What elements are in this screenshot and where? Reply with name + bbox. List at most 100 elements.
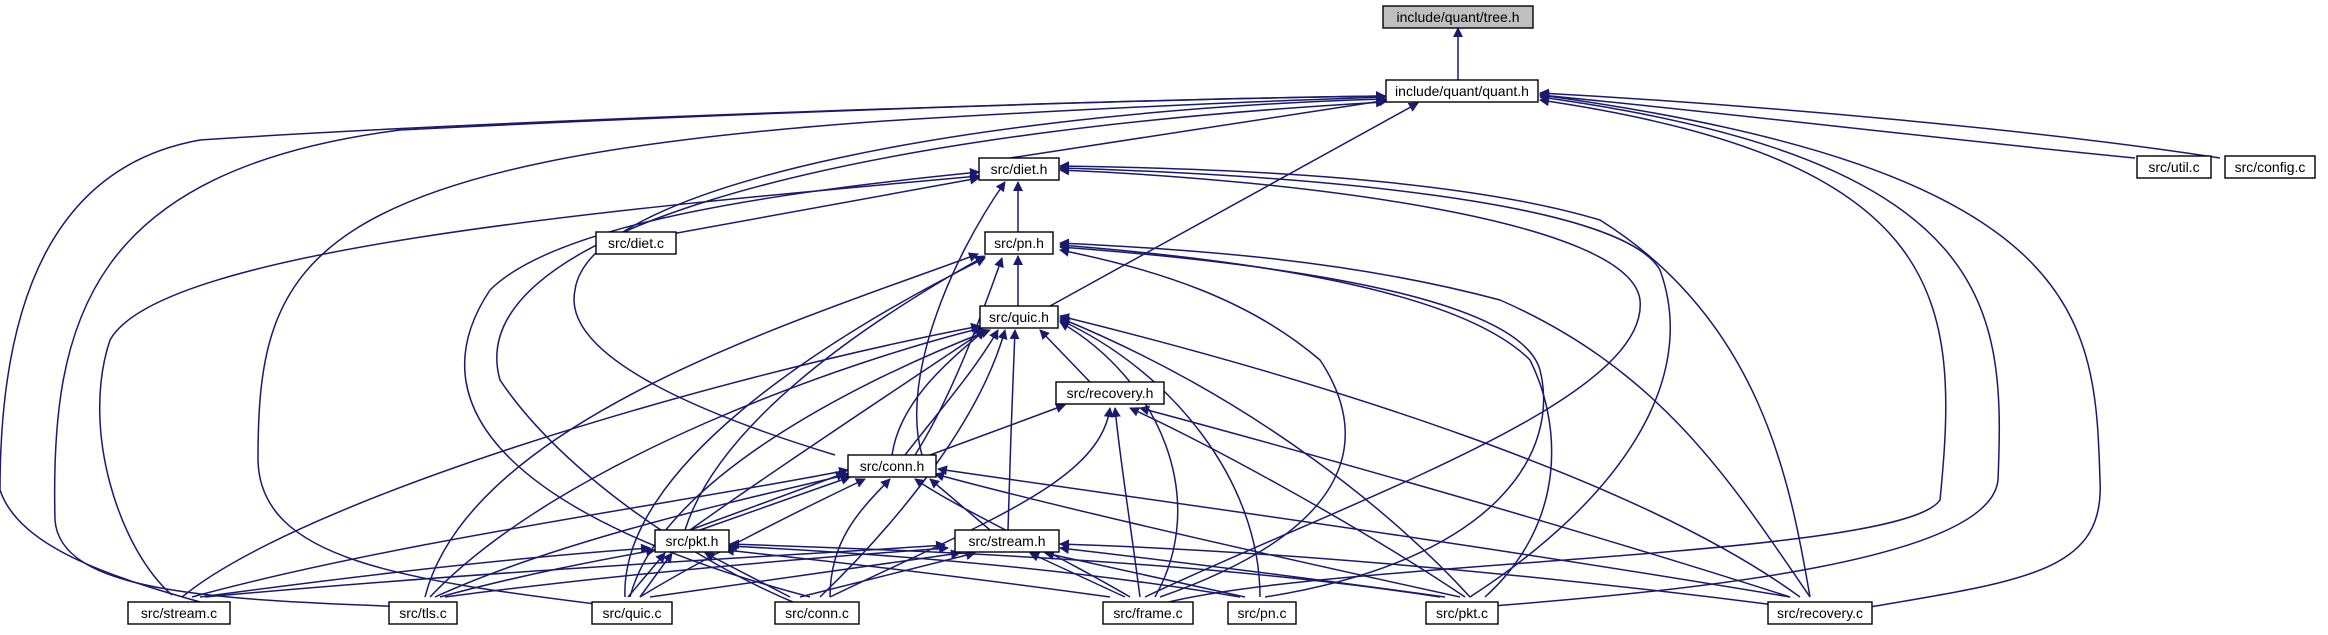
edge-quic-c-to-pkt-h: [627, 552, 666, 598]
edge-recovery-c-to-pn-h: [1059, 238, 1811, 598]
node-quant-h[interactable]: include/quant/quant.h: [1385, 79, 1539, 103]
node-pn-h[interactable]: src/pn.h: [984, 231, 1054, 255]
edge-stream-c-to-diet-h: [98, 171, 980, 596]
edge-frame-c-to-pkt-h: [724, 545, 1111, 598]
edge-recovery-c-to-diet-h: [1059, 161, 1811, 598]
edge-conn-h-to-diet-h: [915, 181, 1006, 456]
edge-diet-h-to-quant-h: [1009, 96, 1389, 159]
edge-stream-c-to-pkt-h: [199, 543, 651, 598]
node-tree-h[interactable]: include/quant/tree.h: [1382, 5, 1534, 29]
svg-text:src/recovery.c: src/recovery.c: [1777, 605, 1863, 621]
edge-quic-h-to-quant-h: [1049, 102, 1419, 307]
edge-conn-h-to-recovery-h: [929, 403, 1066, 456]
edge-conn-h-to-quant-h: [573, 94, 1386, 456]
edge-recovery-h-to-quic-h: [1039, 329, 1091, 383]
edge-tls-c-to-quic-h: [429, 325, 983, 598]
svg-text:src/config.c: src/config.c: [2235, 159, 2306, 175]
edge-recovery-c-to-recovery-h: [1139, 405, 1791, 598]
edge-frame-c-to-recovery-h: [1110, 407, 1141, 598]
node-util-c[interactable]: src/util.c: [2136, 155, 2212, 179]
svg-text:src/diet.c: src/diet.c: [608, 235, 664, 251]
node-quic-h[interactable]: src/quic.h: [979, 305, 1059, 329]
svg-text:include/quant/quant.h: include/quant/quant.h: [1395, 83, 1529, 99]
edge-conn-c-to-recovery-h: [829, 407, 1114, 598]
edge-stream-c-to-quic-h: [181, 322, 981, 598]
edge-quic-c-b-to-pkt-h: [639, 552, 673, 598]
svg-text:src/frame.c: src/frame.c: [1113, 605, 1182, 621]
edge-tls-c-to-stream-h: [444, 543, 949, 598]
svg-text:src/pn.h: src/pn.h: [994, 235, 1044, 251]
edge-recovery-c-to-quant-h: [1539, 91, 2101, 608]
edge-tls-c-to-pn-h: [424, 252, 979, 598]
svg-text:src/pkt.c: src/pkt.c: [1436, 605, 1488, 621]
edge-stream-h-to-conn-h: [929, 478, 991, 531]
svg-text:src/recovery.h: src/recovery.h: [1067, 385, 1154, 401]
edge-diet-c-to-diet-h: [665, 174, 980, 236]
dependency-edges: [0, 27, 2221, 608]
edge-conn-h-b-to-quic-h: [891, 329, 986, 456]
edge-quic-c-to-quant-h: [257, 92, 1386, 608]
node-quic-c[interactable]: src/quic.c: [591, 601, 673, 625]
edge-pkt-c-to-stream-h: [1059, 544, 1446, 598]
edge-pkt-c-to-diet-h: [1059, 163, 1671, 598]
edge-conn-c-to-pkt-h: [704, 552, 791, 598]
edge-quic-c-to-stream-h: [649, 549, 961, 598]
edge-recovery-c-to-conn-h: [937, 465, 1791, 598]
edge-pn-c-to-stream-h: [1044, 550, 1246, 598]
edge-recovery-c-to-quic-h: [1059, 313, 1801, 598]
node-recovery-c[interactable]: src/recovery.c: [1767, 601, 1873, 625]
edge-conn-c-to-stream-h: [799, 550, 976, 598]
edge-frame-c-to-quant-h: [1149, 96, 1947, 608]
edge-tls-c-to-conn-h: [434, 471, 851, 598]
node-diet-h[interactable]: src/diet.h: [978, 157, 1060, 181]
node-pkt-c[interactable]: src/pkt.c: [1425, 601, 1499, 625]
edge-recovery-c-to-stream-h: [1059, 539, 1776, 606]
node-conn-h[interactable]: src/conn.h: [847, 454, 937, 478]
edge-pkt-c-to-recovery-h: [1129, 407, 1466, 598]
edge-stream-c-to-stream-h: [204, 540, 946, 598]
node-recovery-h[interactable]: src/recovery.h: [1055, 381, 1165, 405]
svg-text:src/util.c: src/util.c: [2148, 159, 2199, 175]
svg-text:include/quant/tree.h: include/quant/tree.h: [1397, 9, 1520, 25]
edge-frame-c-to-quic-h: [1059, 321, 1179, 598]
edge-conn-h-to-pn-h: [914, 257, 1004, 456]
node-stream-h[interactable]: src/stream.h: [954, 529, 1060, 553]
edge-quic-c-to-pn-h: [624, 257, 986, 598]
edge-stream-h-to-quic-h: [1007, 329, 1020, 531]
node-pn-c[interactable]: src/pn.c: [1227, 601, 1297, 625]
node-conn-c[interactable]: src/conn.c: [774, 601, 860, 625]
edge-frame-c-to-diet-h: [1059, 165, 1641, 598]
svg-text:src/tls.c: src/tls.c: [399, 605, 446, 621]
edge-frame-c-to-pn-h: [1059, 246, 1346, 598]
edge-pkt-h-b-to-conn-h: [689, 471, 846, 531]
edge-pn-c-to-pkt-h: [727, 541, 1241, 598]
edge-pkt-c-to-conn-h: [934, 471, 1461, 598]
edge-frame-c-to-stream-h: [1029, 552, 1126, 598]
svg-text:src/conn.h: src/conn.h: [860, 458, 925, 474]
edge-tls-c-to-quant-h: [53, 91, 1386, 608]
node-stream-c[interactable]: src/stream.c: [127, 601, 231, 625]
svg-text:src/diet.h: src/diet.h: [991, 161, 1048, 177]
edge-conn-c-to-diet-h: [463, 167, 980, 598]
edge-pkt-c-to-quic-h: [1059, 316, 1471, 598]
node-frame-c[interactable]: src/frame.c: [1102, 601, 1194, 625]
edge-conn-c-to-quant-h: [496, 97, 1386, 606]
edge-stream-c-to-conn-h: [191, 466, 849, 598]
node-pkt-h[interactable]: src/pkt.h: [654, 529, 730, 553]
edge-pkt-h-to-conn-h: [699, 475, 851, 531]
edge-conn-c-to-conn-h: [829, 478, 891, 598]
node-tls-c[interactable]: src/tls.c: [388, 601, 458, 625]
svg-text:src/quic.c: src/quic.c: [602, 605, 661, 621]
svg-text:src/conn.c: src/conn.c: [785, 605, 849, 621]
edge-quic-c-to-conn-h: [639, 478, 866, 598]
node-diet-c[interactable]: src/diet.c: [595, 231, 677, 255]
edge-config-c-to-quant-h: [1539, 88, 2221, 159]
svg-text:src/quic.h: src/quic.h: [989, 309, 1049, 325]
node-config-c[interactable]: src/config.c: [2224, 155, 2316, 179]
svg-text:src/pkt.h: src/pkt.h: [666, 533, 719, 549]
edge-util-c-to-quant-h: [1539, 90, 2136, 159]
edge-pkt-c-to-pn-h: [1059, 240, 1553, 598]
svg-text:src/stream.h: src/stream.h: [968, 533, 1045, 549]
edge-pkt-h-to-pn-h: [684, 255, 986, 531]
